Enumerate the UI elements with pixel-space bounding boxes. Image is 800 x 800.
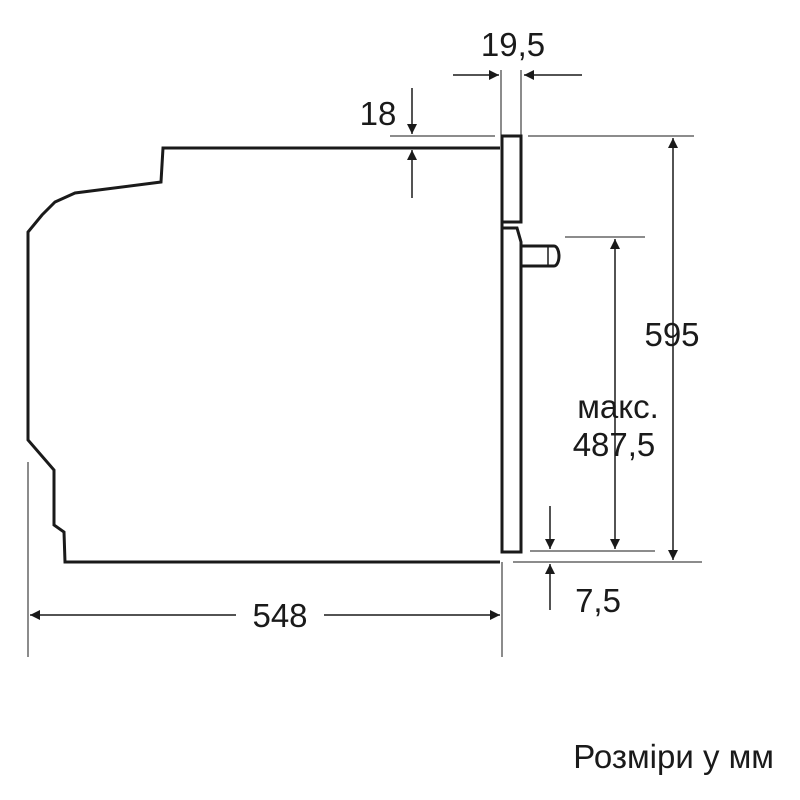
oven-front-panel-top [500,134,523,224]
dim-label-18: 18 [360,95,397,132]
dim-label-7-5: 7,5 [575,582,621,619]
dim-label-595: 595 [644,316,699,353]
units-caption: Розміри у мм [573,738,774,775]
dim-label-487-5: 487,5 [573,426,656,463]
door-handle [521,244,561,268]
dim-label-548: 548 [252,597,307,634]
dim-label-max: макс. [577,388,659,425]
oven-door [500,226,523,554]
oven-body-outline [26,146,500,564]
dim-label-19-5: 19,5 [481,26,545,63]
